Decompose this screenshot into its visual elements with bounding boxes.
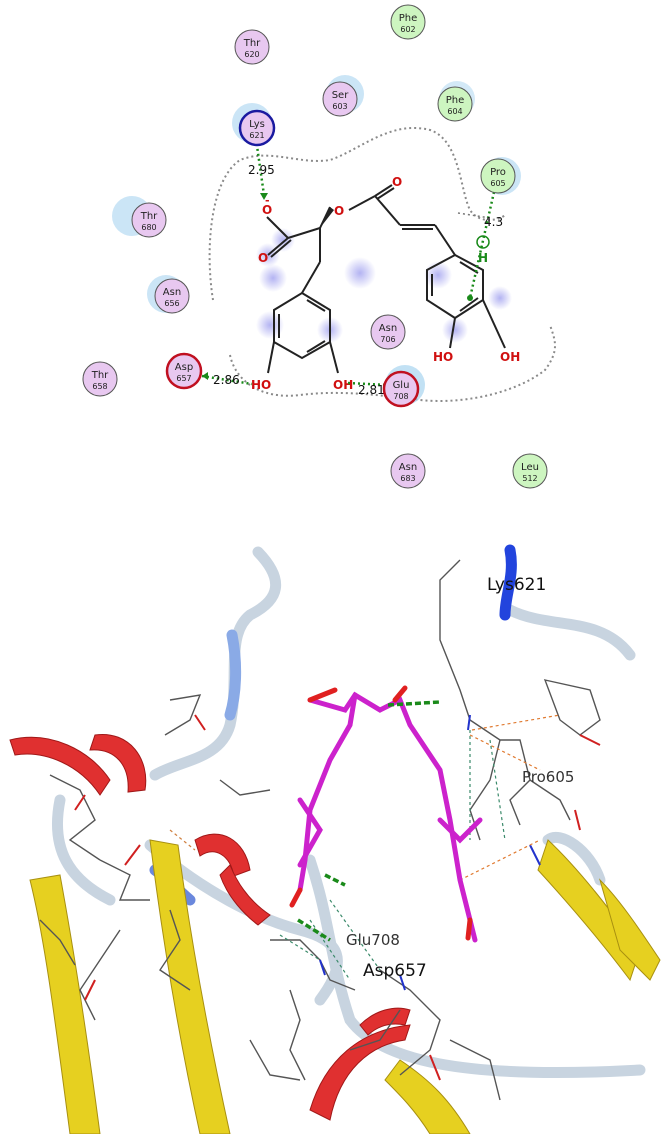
residue-number: 620 (244, 50, 259, 59)
residue-number: 604 (447, 107, 462, 116)
residue-disc (238, 109, 276, 147)
residue-name: Phe (399, 13, 418, 24)
stereo-wedge (320, 207, 334, 228)
residue-number: 680 (141, 223, 156, 232)
residue-number: 603 (332, 102, 347, 111)
residue-name: Glu (393, 380, 410, 391)
residue-glu708: Glu708 (382, 370, 420, 408)
residue-disc (382, 370, 420, 408)
residue-disc (82, 361, 118, 397)
hbond-arrow-asp657 (202, 372, 208, 380)
label-asp657: Asp657 (363, 961, 427, 981)
pi-centroid (467, 295, 473, 301)
atom-carboxylate-o: O (262, 203, 272, 217)
residue-number: 706 (380, 335, 395, 344)
residue-name: Asp (175, 362, 193, 373)
residue-name: Phe (446, 95, 465, 106)
hbond-dashes-3d (297, 700, 441, 942)
coil-backbone (51, 546, 646, 1079)
distance-pro605: 4.3 (484, 215, 503, 229)
atom-ester-carbonyl-o: O (392, 175, 402, 189)
residue-sticks (39, 559, 601, 1101)
residue-pro605: Pro605 (480, 158, 516, 194)
structure-view-svg: Lys621 Pro605 Glu708 Asp657 (9, 544, 661, 1135)
residue-lys621: Lys621 (238, 109, 276, 147)
residue-discs: Phe602Thr620Ser603Phe604Lys621Pro605Thr6… (82, 4, 548, 489)
residue-number: 658 (92, 382, 107, 391)
residue-number: 605 (490, 179, 505, 188)
atom-ester-o: O (334, 204, 344, 218)
interaction-diagram-svg: O - O O O HO OH HO OH H 2.95 4.3 2.86 2.… (82, 4, 556, 489)
exposure-halos (112, 75, 521, 405)
residue-name: Lys (249, 119, 265, 130)
label-pro605: Pro605 (522, 768, 574, 786)
atom-carbonyl-o: O (258, 251, 268, 265)
residue-disc (390, 453, 426, 489)
residue-name: Asn (379, 323, 397, 334)
residue-number: 602 (400, 25, 415, 34)
atom-hydroxyl-3: HO (433, 350, 453, 364)
residue-disc (131, 202, 167, 238)
residue-name: Ser (332, 90, 350, 101)
distance-lys621: 2.95 (248, 163, 275, 177)
heteroatom-sticks (74, 714, 601, 1081)
residue-name: Asn (163, 287, 181, 298)
residue-name: Pro (490, 167, 506, 178)
residue-disc (370, 314, 406, 350)
distance-asp657: 2.86 (213, 373, 240, 387)
atom-charge: - (265, 194, 270, 207)
atom-hydroxyl-2: OH (333, 378, 353, 392)
residue-disc (390, 4, 426, 40)
residue-name: Asn (399, 462, 417, 473)
ligand-oxygens (289, 685, 473, 941)
residue-disc (234, 29, 270, 65)
pocket-outline-upper (208, 127, 506, 301)
residue-number: 512 (522, 474, 537, 483)
residue-number: 621 (249, 131, 264, 140)
residue-number: 656 (164, 299, 179, 308)
distance-glu708: 2.81 (358, 383, 385, 397)
pi-hydrogen-label: H (478, 251, 488, 265)
residue-name: Leu (521, 462, 539, 473)
protein-structure-view: Lys621 Pro605 Glu708 Asp657 (0, 520, 666, 1135)
label-glu708: Glu708 (346, 931, 400, 949)
residue-disc (154, 278, 190, 314)
residue-disc (480, 158, 516, 194)
pocket-distance-line (457, 212, 491, 219)
hbond-arrow-lys621 (260, 193, 268, 200)
residue-disc (165, 352, 203, 390)
atom-hydroxyl-1: HO (251, 378, 271, 392)
ligand-interaction-diagram: O - O O O HO OH HO OH H 2.95 4.3 2.86 2.… (0, 0, 666, 520)
pi-hydrogen-ring (476, 235, 490, 249)
residue-name: Thr (243, 38, 261, 49)
residue-number: 708 (393, 392, 408, 401)
residue-asp657: Asp657 (165, 352, 203, 390)
residue-name: Thr (91, 370, 109, 381)
atom-hydroxyl-4: OH (500, 350, 520, 364)
ligand-skeleton (266, 184, 506, 374)
residue-disc (512, 453, 548, 489)
residue-number: 683 (400, 474, 415, 483)
hbond-lines (201, 138, 496, 387)
ligand-sticks (297, 691, 483, 943)
residue-disc (437, 86, 473, 122)
residue-name: Thr (140, 211, 158, 222)
residue-disc (322, 81, 358, 117)
label-lys621: Lys621 (487, 575, 546, 595)
residue-number: 657 (176, 374, 191, 383)
